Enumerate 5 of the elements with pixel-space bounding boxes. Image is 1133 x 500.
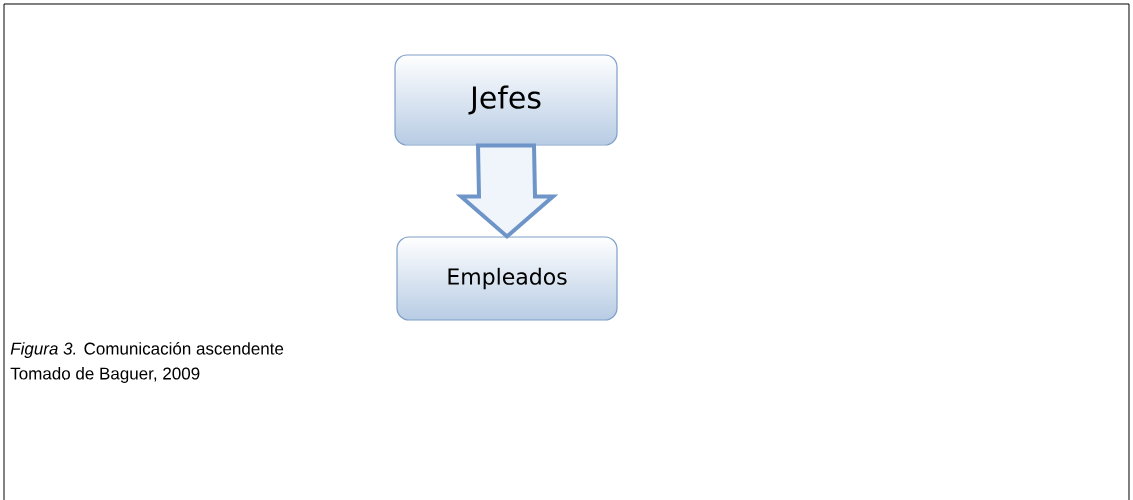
source-note: Tomado de Baguer, 2009	[10, 367, 200, 383]
process-box: Empleados	[396, 236, 618, 321]
figure-caption: Figura 3. Comunicación ascendente	[10, 341, 284, 358]
process-box: Jefes	[394, 54, 618, 146]
block-arrow	[455, 143, 559, 240]
